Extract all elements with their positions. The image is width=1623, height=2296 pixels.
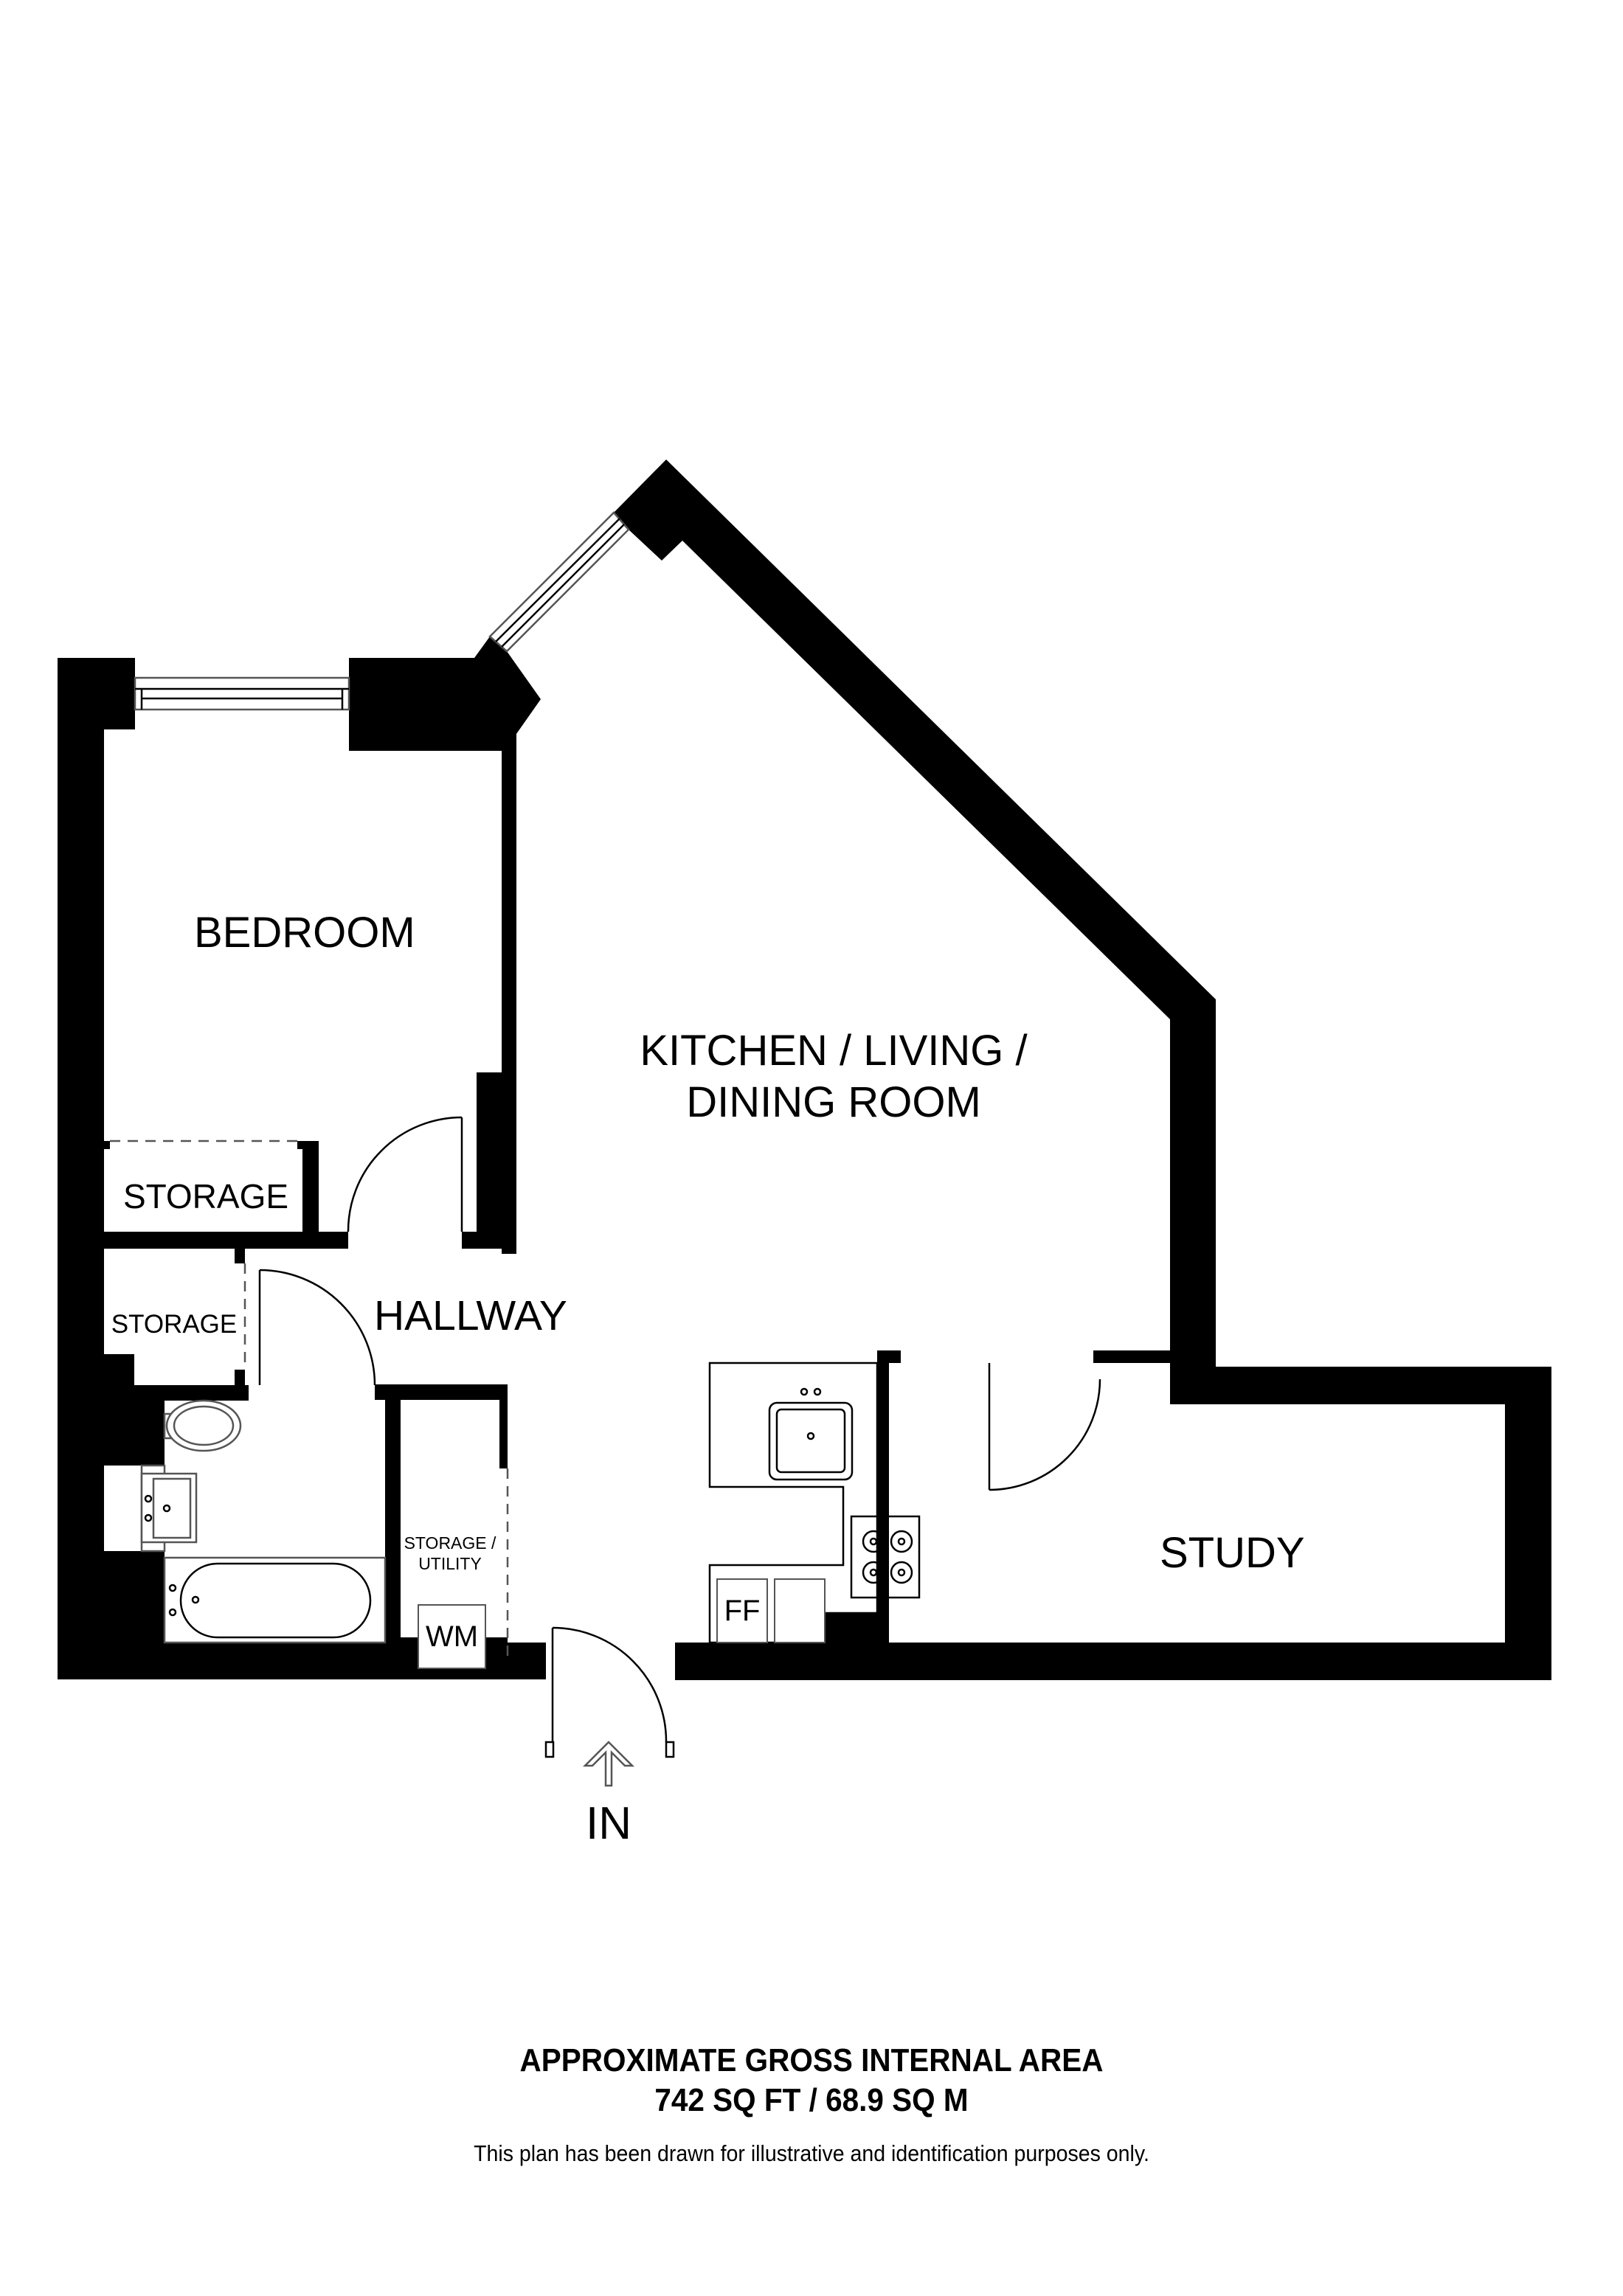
kitchen-label-line1: KITCHEN / LIVING / [640,1027,1028,1075]
study-left-wall [877,1350,889,1645]
area-title: APPROXIMATE GROSS INTERNAL AREA [519,2042,1104,2078]
kitchen-label-line2: DINING ROOM [686,1078,981,1126]
storage-upper-top-right-stub [297,1141,319,1149]
label-storage-lower: STORAGE [111,1310,238,1339]
study-door-left-stub [877,1350,901,1363]
diagonal-outer-wall [614,459,1216,1367]
bathroom-left-wall-upper [104,1385,165,1466]
storage-lower-bottom-stub [235,1370,245,1385]
toilet-icon [163,1399,242,1452]
storage-lower-top-stub [235,1249,245,1263]
storage-upper-right-wall [302,1141,319,1249]
bedroom-top-left-block [58,658,135,729]
living-diagonal-window [488,511,630,653]
kitchen-cabinet-box [774,1578,826,1643]
bedroom-window [134,676,350,711]
left-outer-wall [58,658,104,1679]
study-right-wall [1505,1367,1551,1680]
bathroom-hall-wall-top [375,1384,508,1400]
label-bedroom: BEDROOM [194,909,415,957]
bottom-wall-right [675,1643,1551,1680]
storage-upper-top-left-stub [104,1141,110,1149]
ff-label: FF [724,1595,761,1627]
label-hallway: HALLWAY [374,1292,567,1339]
bathroom-sink-icon [140,1464,198,1553]
fridge-freezer-appliance: FF [716,1578,768,1643]
label-storage-utility: STORAGE / UTILITY [401,1533,499,1574]
entrance-door[interactable] [544,1626,675,1758]
bedroom-bottom-wall-right [462,1232,516,1249]
wm-label: WM [425,1620,479,1653]
label-study: STUDY [1160,1529,1305,1577]
bedroom-bottom-wall-left [104,1232,348,1249]
storage-lower-bottom-block [104,1354,134,1385]
utility-label-line2: UTILITY [418,1554,482,1573]
study-top-wall-left [1093,1350,1171,1363]
hob-icon [850,1515,921,1599]
study-inner-vertical [1170,1350,1183,1404]
up-arrow-icon [582,1741,635,1787]
washing-machine-appliance: WM [418,1604,486,1669]
area-value: 742 SQ FT / 68.9 SQ M [654,2082,969,2118]
utility-label-line1: STORAGE / [404,1533,496,1553]
label-kitchen-living-dining: KITCHEN / LIVING / DINING ROOM [575,1025,1092,1128]
bedroom-right-wall-thick [477,1072,516,1232]
study-top-wall [1170,1367,1551,1404]
disclaimer: This plan has been drawn for illustrativ… [474,2140,1149,2166]
entrance-label: IN [586,1798,631,1849]
bathroom-door[interactable] [258,1269,376,1386]
study-door[interactable] [988,1363,1101,1491]
label-storage-upper: STORAGE [122,1177,289,1215]
bathtub-icon [163,1556,387,1644]
bathroom-right-wall [385,1384,401,1679]
kitchen-sink-icon [768,1387,854,1481]
utility-right-wall [499,1384,508,1468]
kitchen-counter [708,1362,879,1644]
kitchen-corner-block [814,1613,888,1650]
bedroom-door[interactable] [347,1116,463,1232]
